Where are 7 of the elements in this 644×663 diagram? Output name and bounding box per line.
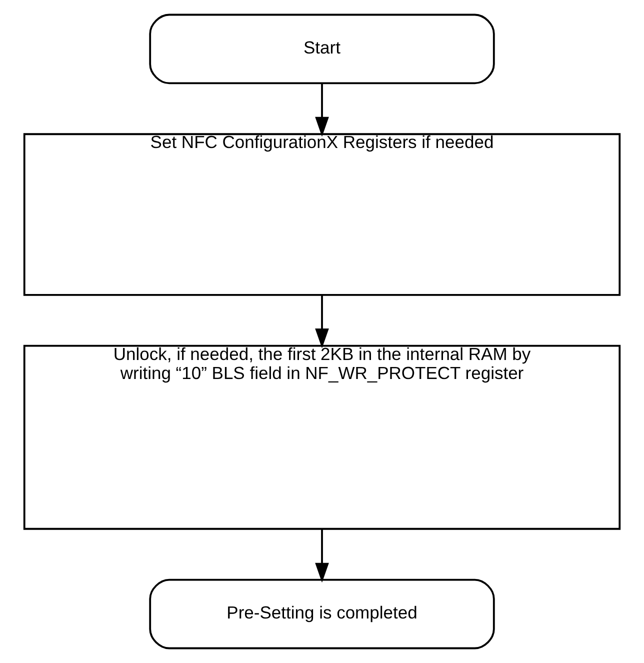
node-box: Set NFC ConfigurationX Registers if needed bbox=[23, 133, 621, 296]
node-box: Start bbox=[149, 14, 495, 84]
arrow bbox=[315, 83, 329, 137]
arrow bbox=[315, 529, 329, 583]
node-box: Unlock, if needed, the first 2KB in the internal RAM by writing “10” BLS field in NF_WR_PROTECT register bbox=[23, 344, 621, 530]
node-box: Pre-Setting is completed bbox=[149, 578, 495, 650]
arrow bbox=[315, 295, 329, 348]
